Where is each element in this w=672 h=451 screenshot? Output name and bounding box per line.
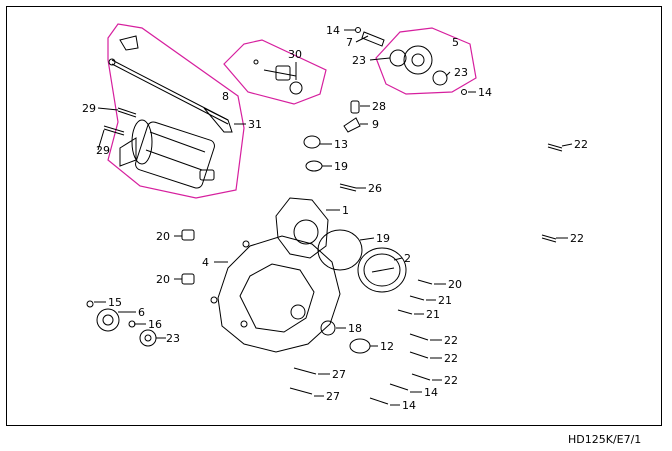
dowel-19-upper: [181, 229, 195, 241]
group-outline-30: [223, 39, 327, 105]
callout-8: 6: [138, 306, 145, 319]
callout-20-a: 20: [448, 278, 462, 291]
o-ring-16: [305, 160, 323, 172]
o-ring-15: [320, 320, 336, 336]
callout-14-top: 14: [326, 24, 340, 37]
callout-14-left-a: 15: [108, 296, 122, 309]
callout-19-lower: 20: [156, 273, 170, 286]
callout-9: 9: [372, 118, 379, 131]
callout-26: 26: [368, 182, 382, 195]
bolt-21-lower: [541, 234, 557, 243]
gasket-18: [317, 229, 363, 271]
callout-27-b: 27: [326, 390, 340, 403]
callout-22-c: 22: [444, 374, 458, 387]
callout-28: 28: [372, 100, 386, 113]
callout-4: 4: [202, 256, 209, 269]
callout-21-upper: 22: [574, 138, 588, 151]
starter-motor: [108, 35, 233, 189]
callout-13: 12: [380, 340, 394, 353]
callout-18: 19: [376, 232, 390, 245]
callout-22-b: 22: [444, 352, 458, 365]
drawing-code: HD125K/E7/1: [568, 433, 642, 446]
callout-23-left: 23: [166, 332, 180, 345]
callout-31: 31: [248, 118, 262, 131]
callout-15: 18: [348, 322, 362, 335]
callout-19-upper: 20: [156, 230, 170, 243]
drawing-border: [6, 6, 662, 426]
gear-assembly-5: [355, 27, 467, 95]
callout-1: 1: [342, 204, 349, 217]
callout-14-left-b: 16: [148, 318, 162, 331]
bolt-28: [350, 100, 360, 114]
bolt-29-upper: [117, 107, 137, 118]
bolt-29-lower: [103, 125, 125, 136]
pump-cover-1: [275, 197, 329, 259]
bolt-21-upper: [547, 143, 563, 152]
callout-16: 19: [334, 160, 348, 173]
callout-22-e: 14: [402, 399, 416, 412]
callout-29-lower: 29: [96, 144, 110, 157]
callout-22-d: 14: [424, 386, 438, 399]
callout-2: 2: [404, 252, 411, 265]
callout-14-right: 14: [478, 86, 492, 99]
callout-12: 13: [334, 138, 348, 151]
dowel-19-lower: [181, 273, 195, 285]
callout-21-lower: 22: [570, 232, 584, 245]
crankcase-cover-4: [210, 235, 341, 353]
gear-8-assembly: [86, 300, 157, 347]
cap-12: [303, 135, 321, 149]
bolts-22: [369, 333, 431, 405]
group-outline-starter: [107, 23, 245, 199]
callout-20-c: 21: [426, 308, 440, 321]
callout-23-top: 23: [352, 54, 366, 67]
callout-20-b: 21: [438, 294, 452, 307]
bracket-9: [343, 117, 361, 133]
callout-27-a: 27: [332, 368, 346, 381]
callout-6: 7: [346, 36, 353, 49]
plug-13: [349, 338, 371, 354]
callout-29-upper: 29: [82, 102, 96, 115]
gear-assembly-30: [253, 59, 303, 95]
leader-lines: [94, 29, 573, 406]
bolts-20: [397, 279, 433, 315]
callout-7: 8: [222, 90, 229, 103]
callout-30: 30: [288, 48, 302, 61]
bolt-26: [339, 183, 357, 192]
callout-5: 5: [452, 36, 459, 49]
callout-22-a: 22: [444, 334, 458, 347]
callout-23-right: 23: [454, 66, 468, 79]
cover-2: [357, 247, 407, 293]
group-outline-5: [375, 27, 477, 95]
bolts-27: [289, 367, 317, 395]
